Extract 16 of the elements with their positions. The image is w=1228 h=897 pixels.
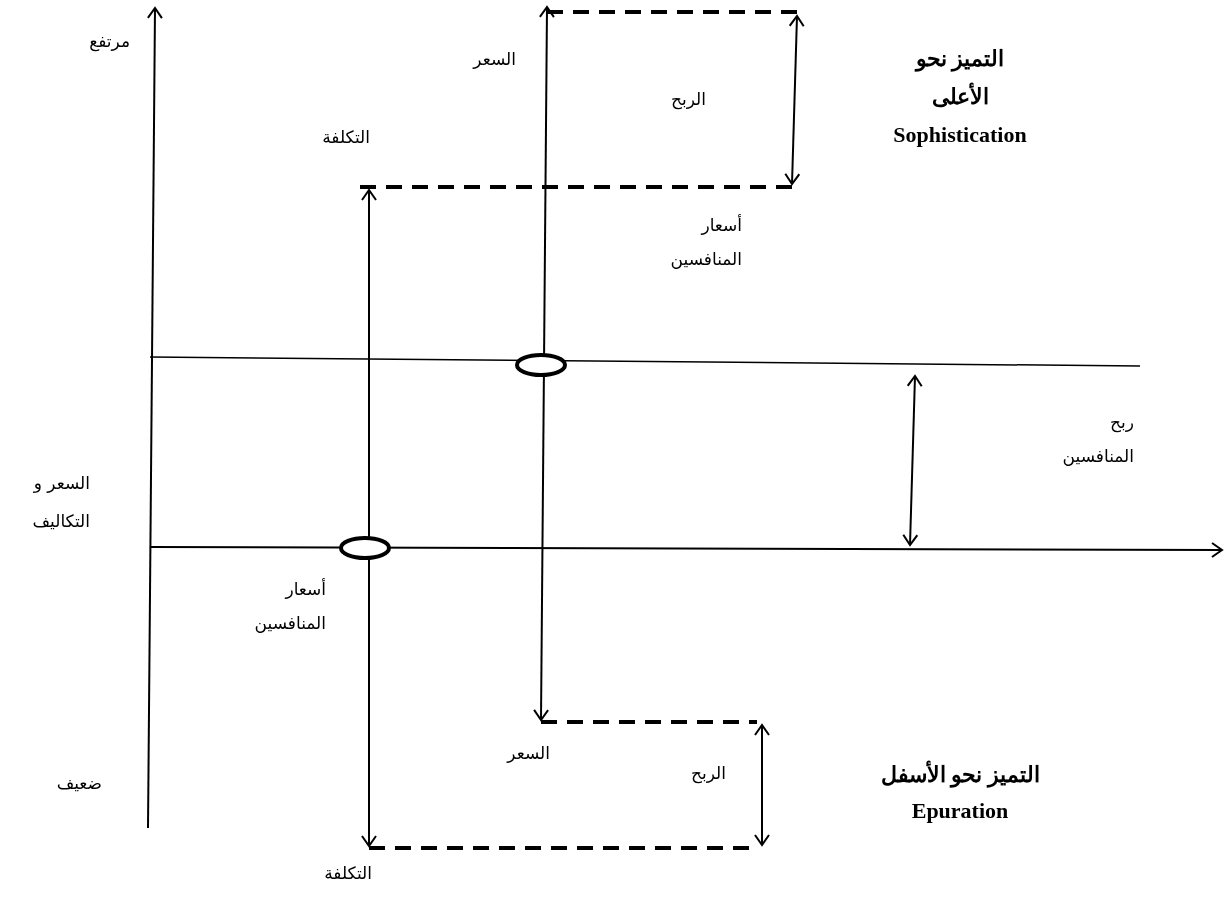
strategy-heading: التميز نحو الأسفل bbox=[879, 759, 1041, 790]
profit-label: الربح bbox=[690, 762, 726, 786]
cost-label: التكلفة bbox=[321, 126, 370, 149]
competitor-price-label: أسعار المنافسين bbox=[254, 577, 326, 635]
competitor-price-label: أسعار المنافسين bbox=[670, 213, 742, 271]
level-label: مرتفع bbox=[88, 30, 130, 54]
axis-title: السعر و التكاليف bbox=[32, 472, 90, 533]
competitor-profit-label: ربح المنافسين bbox=[1062, 411, 1134, 468]
strategy-term: Sophistication bbox=[892, 121, 1028, 149]
price-label: السعر bbox=[471, 48, 516, 71]
cost-label: التكلفة bbox=[323, 862, 372, 885]
profit-label: الربح bbox=[670, 88, 706, 112]
level-label: ضعيف bbox=[55, 772, 102, 795]
strategy-heading: التميز نحو الأعلى bbox=[913, 45, 1006, 111]
price-label: السعر bbox=[505, 742, 550, 765]
strategy-term: Epuration bbox=[910, 797, 1010, 825]
